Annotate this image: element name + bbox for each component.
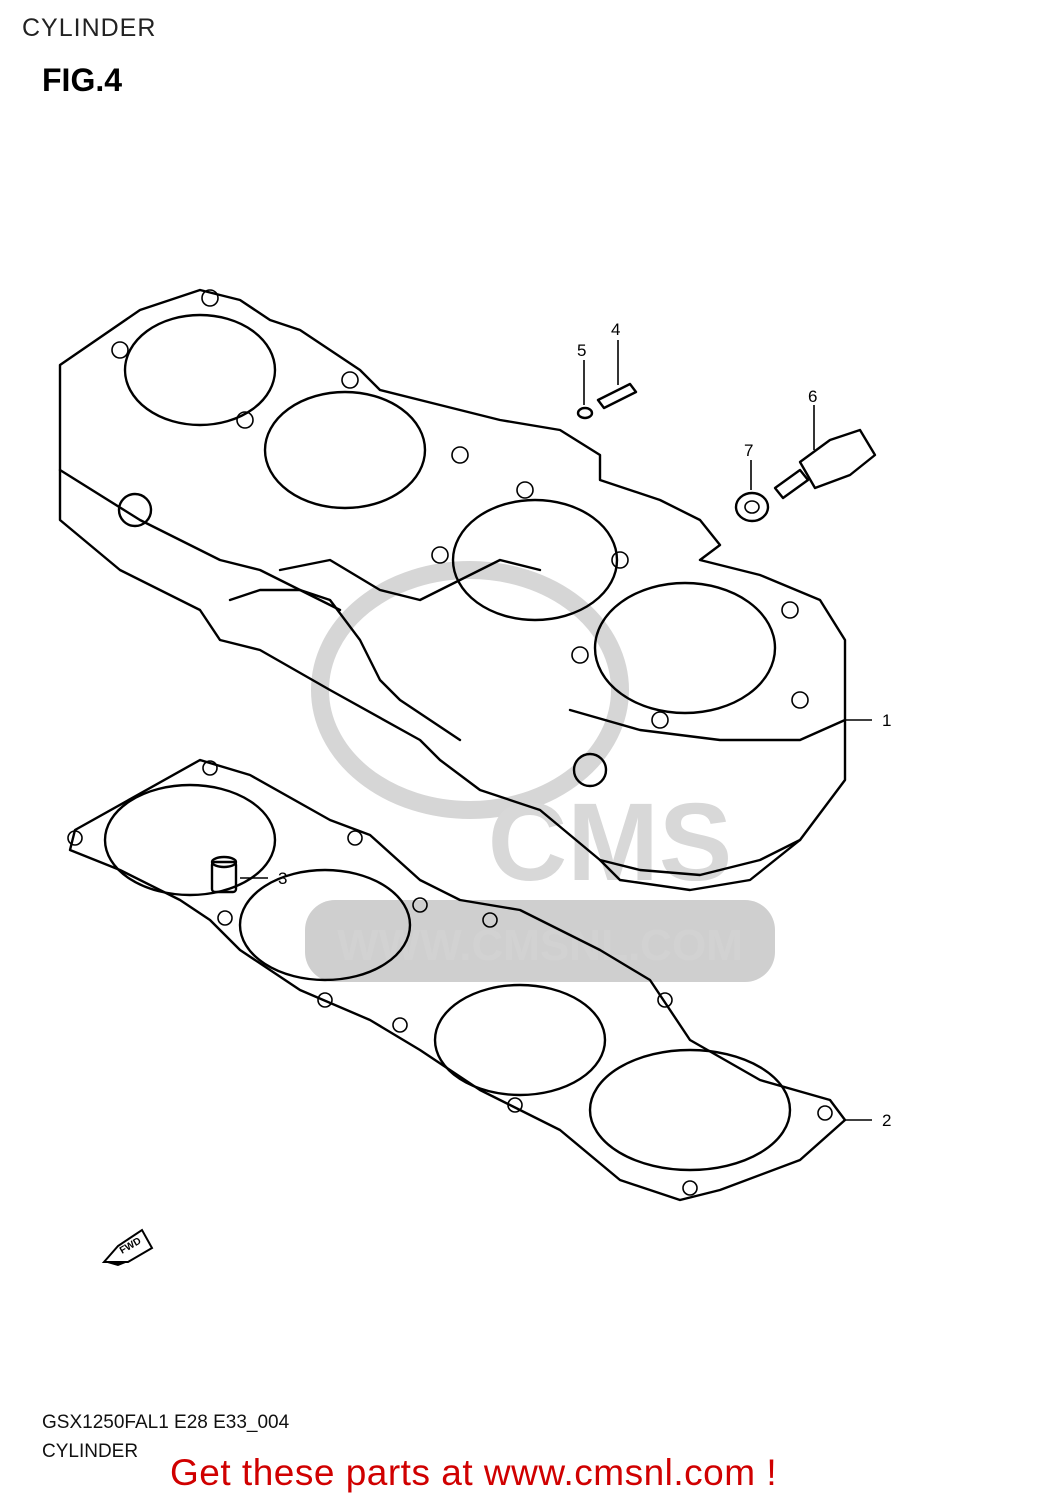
model-code: GSX1250FAL1 E28 E33_004: [42, 1412, 290, 1433]
cylinder-gasket: 2: [67, 758, 891, 1202]
callout-4: 4: [611, 320, 620, 339]
dowel-pin: 3: [210, 855, 287, 894]
sealing-washer: 7: [734, 441, 770, 523]
callout-3: 3: [278, 869, 287, 888]
callout-7: 7: [744, 441, 753, 460]
temperature-sensor: 6: [773, 387, 877, 500]
callout-2: 2: [882, 1111, 891, 1130]
section-title: CYLINDER: [22, 14, 157, 42]
watermark: WWW.CMSNL.COM CMS: [305, 561, 775, 982]
fwd-arrow-icon: FWD: [101, 1228, 154, 1266]
callout-1: 1: [882, 711, 891, 730]
footer-section-name: CYLINDER: [42, 1441, 139, 1462]
callout-5: 5: [577, 341, 586, 360]
watermark-url: WWW.CMSNL.COM: [337, 921, 743, 970]
fitting-bolt: 4: [596, 320, 638, 410]
figure-label: FIG.4: [42, 62, 123, 98]
callout-6: 6: [808, 387, 817, 406]
o-ring: 5: [576, 341, 594, 420]
parts-link[interactable]: Get these parts at www.cmsnl.com !: [170, 1452, 778, 1493]
watermark-logo: CMS: [488, 781, 732, 904]
cylinder-block: 1: [58, 288, 891, 892]
